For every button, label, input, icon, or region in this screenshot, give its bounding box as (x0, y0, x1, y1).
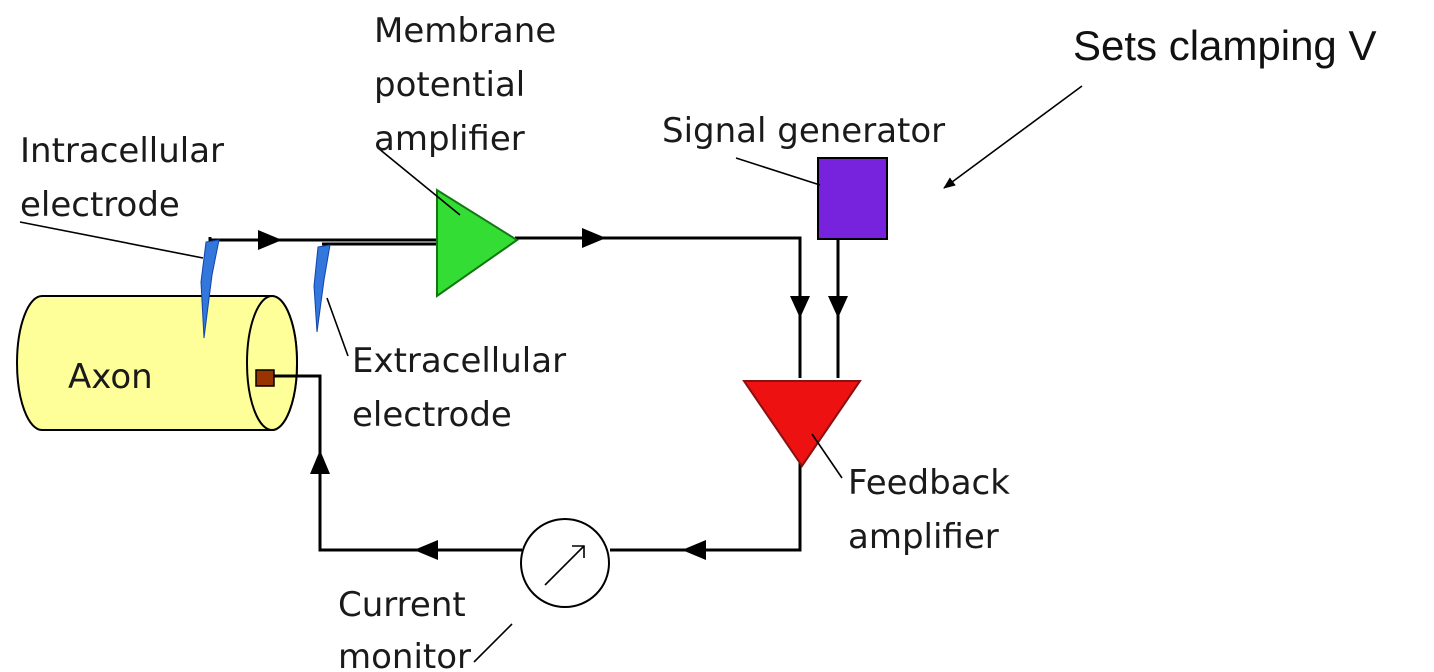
clamping-pointer-arrow (943, 85, 1083, 189)
leader-lines (19, 147, 843, 663)
feedback-amplifier-label: Feedback amplifier (848, 463, 1021, 557)
feedback-label-line2: amplifier (848, 517, 999, 557)
current-monitor-label: Current monitor (338, 585, 477, 672)
arrow-right-1 (258, 230, 282, 250)
extracellular-label-line2: electrode (352, 395, 512, 435)
membrane-amplifier-label-line3: amplifier (374, 119, 525, 159)
axon-plug (255, 369, 275, 387)
current-monitor-needle (544, 545, 585, 586)
extracellular-electrode-label: Extracellular electrode (352, 341, 577, 435)
intracellular-label-line1: Intracellular (20, 131, 224, 171)
intracellular-electrode-label: Intracellular electrode (20, 131, 235, 225)
arrow-down-1 (790, 296, 810, 318)
arrow-left-2 (414, 540, 438, 560)
feedback-amplifier (742, 380, 862, 468)
axon-label: Axon (68, 357, 153, 397)
current-monitor-dial (520, 518, 610, 608)
membrane-potential-amplifier (436, 188, 519, 298)
feedback-label-line1: Feedback (848, 463, 1010, 503)
arrow-right-2 (582, 228, 606, 248)
arrow-up-1 (310, 450, 330, 474)
membrane-amplifier-label-line2: potential (374, 65, 525, 105)
clamping-note: Sets clamping V (1073, 22, 1376, 69)
axon: Axon (16, 295, 298, 431)
arrow-down-2 (828, 296, 848, 318)
membrane-amplifier-label-line1: Membrane (374, 11, 556, 51)
current-monitor (520, 518, 610, 608)
signal-generator-label: Signal generator (662, 111, 945, 151)
circuit-wires (208, 236, 840, 552)
intracellular-electrode (200, 239, 220, 339)
signal-generator (817, 157, 888, 240)
arrowheads (258, 228, 848, 560)
extracellular-label-line1: Extracellular (352, 341, 566, 381)
arrow-left-1 (682, 540, 706, 560)
axon-end-face (246, 295, 298, 431)
current-monitor-needle-head (572, 545, 585, 558)
extracellular-electrode (313, 244, 331, 333)
membrane-amplifier-label: Membrane potential amplifier (374, 11, 567, 159)
current-monitor-label-line1: Current (338, 585, 466, 625)
current-monitor-label-line2: monitor (338, 637, 471, 672)
intracellular-label-line2: electrode (20, 185, 180, 225)
